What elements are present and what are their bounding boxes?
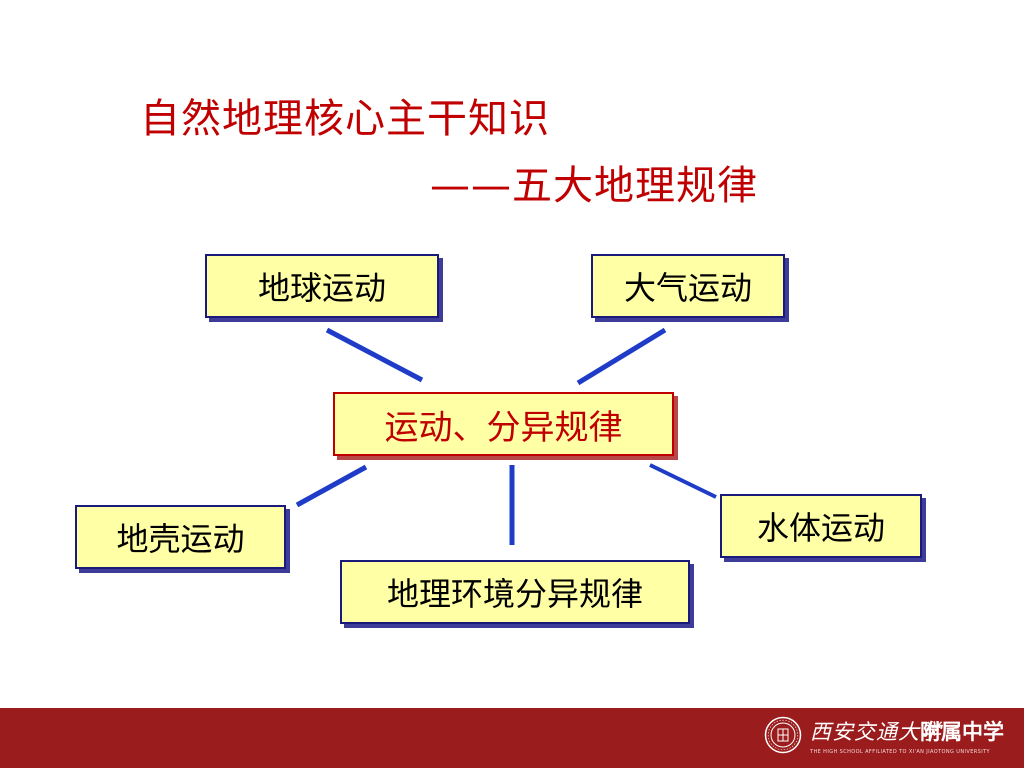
connector-atmosphere-motion — [576, 327, 667, 386]
school-name: 附属中学 — [920, 720, 1004, 744]
school-seal-icon — [764, 716, 802, 754]
node-crust-motion: 地壳运动 — [75, 505, 286, 569]
node-water-motion: 水体运动 — [720, 494, 922, 558]
node-earth-motion: 地球运动 — [205, 254, 439, 318]
connector-crust-motion — [295, 464, 368, 508]
node-atmosphere-motion: 大气运动 — [591, 254, 785, 318]
connector-earth-motion — [325, 327, 424, 383]
school-english-name: THE HIGH SCHOOL AFFILIATED TO XI'AN JIAO… — [810, 749, 990, 755]
node-center: 运动、分异规律 — [333, 392, 674, 456]
footer-bar — [0, 708, 1024, 768]
university-logo-text: 西安交通大学 — [810, 720, 942, 744]
node-differentiation: 地理环境分异规律 — [340, 560, 690, 624]
slide-subtitle: ——五大地理规律 — [430, 163, 758, 209]
connector-water-motion — [649, 463, 717, 499]
slide-title: 自然地理核心主干知识 — [140, 96, 550, 142]
